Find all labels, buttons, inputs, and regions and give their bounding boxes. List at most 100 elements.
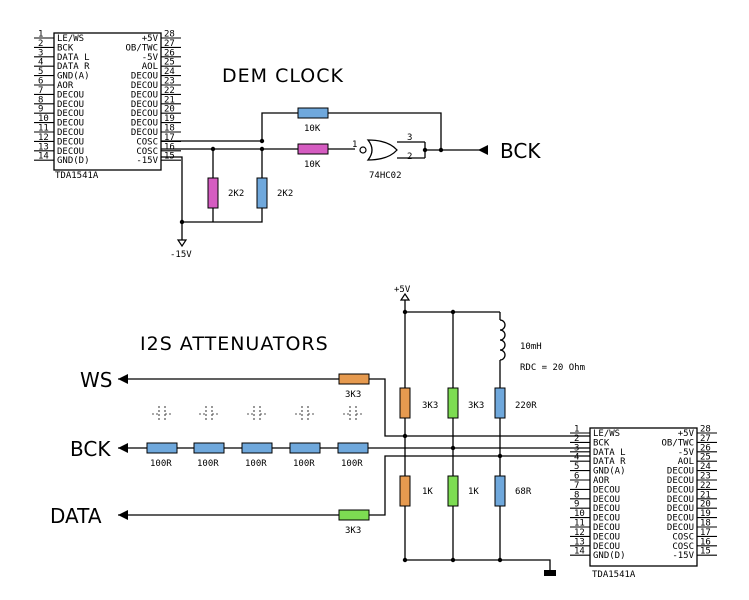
junction-dot <box>259 138 265 144</box>
ic-name-label: TDA1541A <box>55 171 99 181</box>
ic-pin-label: OB/TWC <box>125 43 158 53</box>
resistor-label: 1K <box>422 487 433 497</box>
junction-dot <box>497 557 503 563</box>
ic-pin-number: 14 <box>38 152 49 162</box>
ic-pin-number: 4 <box>574 453 579 463</box>
ic-pin-number: 17 <box>700 528 711 538</box>
signal-label-ws: WS <box>80 368 112 392</box>
junction-dot <box>179 219 185 225</box>
ic-pin-label: AOR <box>593 476 610 486</box>
ic-pin-label: AOL <box>678 457 694 467</box>
junction-dot <box>402 433 408 439</box>
ic-pin-label: DECOU <box>667 514 694 524</box>
ic-pin-label: DECOU <box>593 523 620 533</box>
ic-pin-number: 18 <box>700 519 711 529</box>
ic-pin-number: 6 <box>38 77 43 87</box>
attenuators-title: I2S ATTENUATORS <box>140 333 329 355</box>
resistor-3k3-ws <box>338 373 370 385</box>
ic-pin-number: 4 <box>38 58 43 68</box>
resistor-label: 3K3 <box>422 401 438 411</box>
resistor-1k-bottom-bck <box>447 475 459 507</box>
resistor-2k2-right <box>256 177 268 209</box>
ic-pin-label: DECOU <box>593 514 620 524</box>
wire <box>118 455 590 516</box>
ic-pin-label: DECOU <box>667 495 694 505</box>
ic-pin-label: DECOU <box>131 128 158 138</box>
signal-arrow-icon <box>118 443 128 453</box>
junction-dot <box>259 146 265 152</box>
ic-pin-label: DECOU <box>667 504 694 514</box>
ic-pin-number: 1 <box>38 30 43 40</box>
resistor-label: 1K <box>468 487 479 497</box>
ic-body <box>53 32 162 171</box>
resistor-100r <box>289 442 321 454</box>
ic-pin-label: DECOU <box>131 81 158 91</box>
ic-pin-number: 2 <box>38 39 43 49</box>
resistor-3k3-top-bck <box>447 387 459 419</box>
ic-pin-label: AOR <box>57 81 74 91</box>
ic-pin-number: 20 <box>164 105 175 115</box>
ic-pin-label: -15V <box>136 156 158 166</box>
ic-pin-label: DECOU <box>667 485 694 495</box>
ic-pin-label: DECOU <box>57 90 84 100</box>
ic-pin-label: DECOU <box>593 495 620 505</box>
resistor-2k2-left <box>207 177 219 209</box>
resistor-100r <box>193 442 225 454</box>
resistor-10k-input <box>297 143 329 155</box>
ic-pin-label: LE/WS <box>57 34 84 44</box>
ic-pin-number: 13 <box>38 142 49 152</box>
ic-pin-number: 12 <box>574 528 585 538</box>
ic-pin-number: 22 <box>700 481 711 491</box>
signal-arrow-icon <box>118 510 128 520</box>
ic-pin-label: GND(D) <box>57 156 90 166</box>
resistor-3k3-data <box>338 509 370 521</box>
ic-pin-number: 9 <box>574 500 579 510</box>
ic-pin-number: 21 <box>164 95 175 105</box>
capacitor-plate-icon <box>158 406 166 422</box>
ic-pin-number: 10 <box>38 114 49 124</box>
junction-dot <box>497 453 503 459</box>
ic-pin-label: DECOU <box>131 119 158 129</box>
wire <box>118 378 590 437</box>
resistor-label: 2K2 <box>228 189 244 199</box>
ic-pin-number: 26 <box>700 443 711 453</box>
resistor-68r-bottom-data <box>494 475 506 507</box>
ic-pin-label: DECOU <box>593 542 620 552</box>
resistor-220r-top-data <box>494 387 506 419</box>
supply-label: -15V <box>170 250 192 260</box>
ic-pin-label: DECOU <box>57 128 84 138</box>
capacitor-plate-icon <box>349 406 357 422</box>
ic-pin-number: 2 <box>574 434 579 444</box>
supply-label: +5V <box>394 285 411 295</box>
gate-pin-label: 3 <box>407 133 412 143</box>
nor-gate-icon <box>366 139 398 161</box>
ic-pin-number: 28 <box>164 30 175 40</box>
resistor-100r <box>337 442 369 454</box>
ic-pin-number: 23 <box>164 77 175 87</box>
resistor-label: 10K <box>304 160 321 170</box>
ic-pin-number: 27 <box>700 434 711 444</box>
dem-clock-circuit: DEM CLOCK 10K 10K 2K2 2K2 -15V 1 3 <box>161 65 541 260</box>
ic-pin-number: 11 <box>38 124 49 134</box>
ic-pin-number: 13 <box>574 537 585 547</box>
ic-pin-number: 9 <box>38 105 43 115</box>
ic-pin-label: GND(A) <box>593 467 626 477</box>
ic-pin-label: -5V <box>142 53 159 63</box>
ic-pin-number: 25 <box>700 453 711 463</box>
inductor-icon <box>499 319 506 361</box>
ic-pin-number: 22 <box>164 86 175 96</box>
ic-pin-number: 19 <box>164 114 175 124</box>
ic-pin-number: 20 <box>700 500 711 510</box>
ic-pin-label: DECOU <box>593 485 620 495</box>
resistor-label: 2K2 <box>277 189 293 199</box>
resistor-1k-bottom-ws <box>399 475 411 507</box>
ground-icon <box>544 570 556 576</box>
resistor-3k3-top-ws <box>399 387 411 419</box>
wire <box>404 545 501 560</box>
gate-part-label: 74HC02 <box>369 171 402 181</box>
wire <box>161 112 442 150</box>
ic-pin-label: DATA L <box>593 448 626 458</box>
ic-body <box>589 427 698 567</box>
ic-pin-label: +5V <box>678 429 695 439</box>
